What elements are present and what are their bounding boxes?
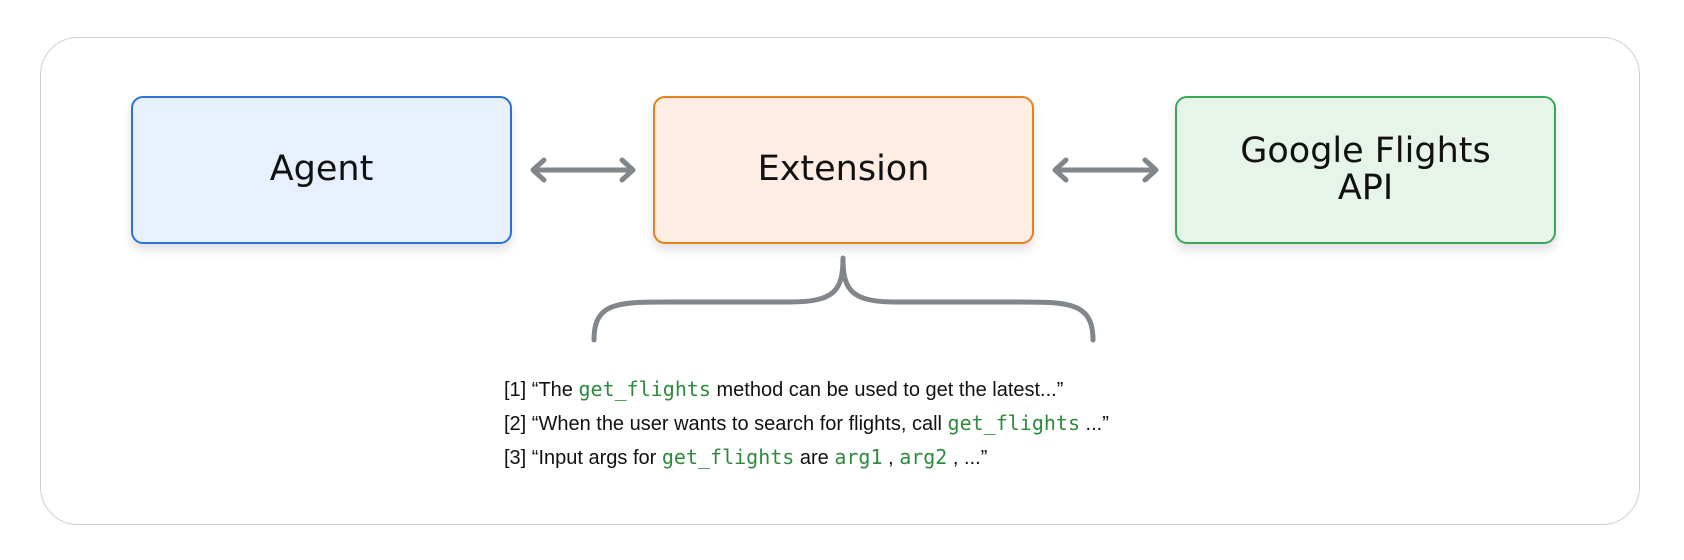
agent-node: Agent	[131, 96, 512, 244]
api-label-line1: Google Flights	[1240, 130, 1491, 171]
example-text: [1] “The	[504, 379, 579, 401]
example-descriptions: [1] “The get_flights method can be used …	[504, 372, 1109, 474]
double-arrow-agent-extension	[530, 157, 636, 183]
code-snippet: get_flights	[661, 445, 795, 469]
code-snippet: get_flights	[947, 411, 1080, 435]
example-text: are	[794, 447, 835, 469]
example-text: method can be used to get the latest...”	[710, 379, 1064, 401]
code-snippet: arg1	[834, 445, 883, 469]
example-line-1: [1] “The get_flights method can be used …	[504, 372, 1109, 406]
double-arrow-extension-api	[1052, 157, 1159, 183]
example-line-2: [2] “When the user wants to search for f…	[504, 406, 1109, 440]
extension-label: Extension	[757, 149, 930, 190]
code-snippet: arg2	[899, 445, 948, 469]
agent-label: Agent	[269, 149, 374, 190]
code-snippet: get_flights	[578, 377, 711, 401]
example-text: ...”	[1079, 413, 1109, 435]
example-text: [2] “When the user wants to search for f…	[504, 413, 948, 435]
api-label-line2: API	[1337, 168, 1394, 208]
example-text: , ...”	[947, 447, 988, 469]
extension-node: Extension	[653, 96, 1034, 244]
example-line-3: [3] “Input args for get_flights are arg1…	[504, 440, 1109, 474]
google-flights-api-node: Google Flights API	[1175, 96, 1556, 244]
example-text: [3] “Input args for	[504, 447, 662, 469]
curly-brace	[591, 255, 1096, 343]
example-text: ,	[882, 447, 900, 469]
